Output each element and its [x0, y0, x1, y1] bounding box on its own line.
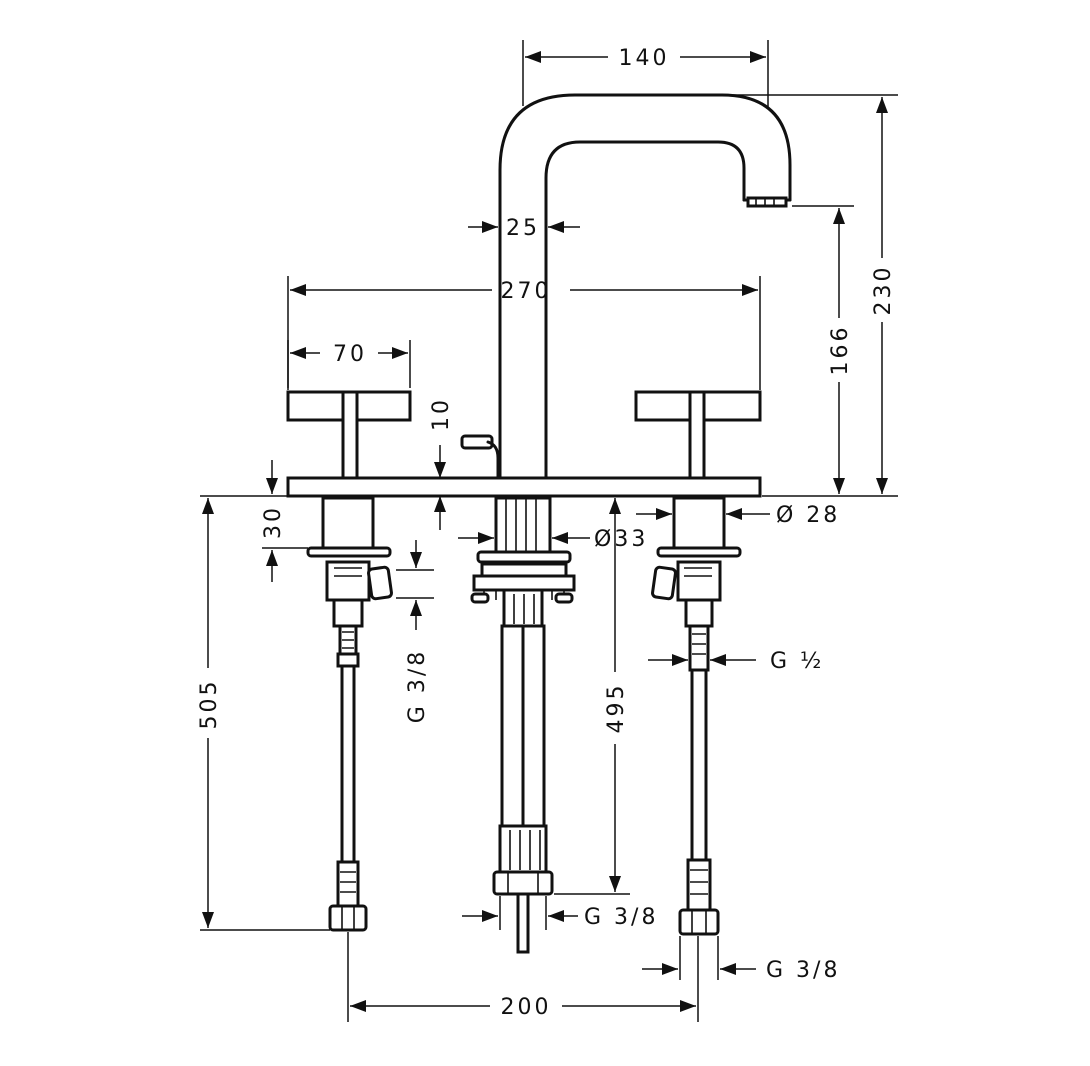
dim-hose-length-total-label: 505 — [197, 679, 222, 730]
dim-deck-thickness-label: 10 — [429, 397, 454, 431]
dim-spout-diameter: 25 — [468, 216, 580, 241]
dim-valve-spacing: 200 — [347, 932, 699, 1022]
left-valve — [306, 496, 393, 932]
dim-deck-thickness: 10 — [429, 397, 454, 530]
dim-spout-height-label: 166 — [828, 325, 853, 376]
dim-connection-left: G 3/8 — [396, 540, 434, 723]
deck-plate — [286, 476, 762, 498]
dim-connection-right-bottom-label: G 3/8 — [766, 958, 840, 983]
dim-center-diameter-label: Ø33 — [594, 527, 648, 552]
dim-overall-width-label: 270 — [501, 279, 552, 304]
right-handle — [634, 390, 762, 480]
dim-valve-body-height-label: 30 — [261, 505, 286, 539]
dim-spout-height: 166 — [792, 205, 854, 494]
dim-center-diameter: Ø33 — [458, 527, 648, 552]
dim-connection-right-bottom: G 3/8 — [642, 936, 840, 983]
dim-valve-diameter-label: Ø 28 — [776, 503, 840, 528]
spout — [498, 93, 792, 480]
dim-connection-left-label: G 3/8 — [405, 649, 430, 723]
dim-valve-diameter: Ø 28 — [636, 503, 840, 528]
right-valve — [651, 496, 742, 936]
dim-connection-right-upper-label: G ½ — [770, 649, 824, 674]
dim-overall-width: 270 — [287, 276, 761, 390]
dim-handle-width: 70 — [287, 340, 411, 388]
left-handle — [286, 390, 412, 480]
dim-valve-spacing-label: 200 — [501, 995, 552, 1020]
dim-connection-center-bottom-label: G 3/8 — [584, 905, 658, 930]
dim-spout-diameter-label: 25 — [506, 216, 540, 241]
dim-handle-width-label: 70 — [333, 342, 367, 367]
dim-hose-length-center-label: 495 — [604, 683, 629, 734]
popup-lever — [460, 434, 500, 480]
dim-hose-length-total: 505 — [197, 498, 330, 931]
dim-total-height: 230 — [725, 94, 898, 497]
dim-hose-length-center: 495 — [554, 498, 630, 895]
dim-connection-center-bottom: G 3/8 — [462, 896, 658, 930]
dim-total-height-label: 230 — [871, 265, 896, 316]
dim-connection-right-upper: G ½ — [648, 649, 824, 674]
center-drain-assembly — [470, 496, 576, 954]
dim-spout-reach: 140 — [522, 40, 769, 108]
dim-valve-body-height: 30 — [200, 460, 308, 582]
dim-spout-reach-label: 140 — [619, 46, 670, 71]
